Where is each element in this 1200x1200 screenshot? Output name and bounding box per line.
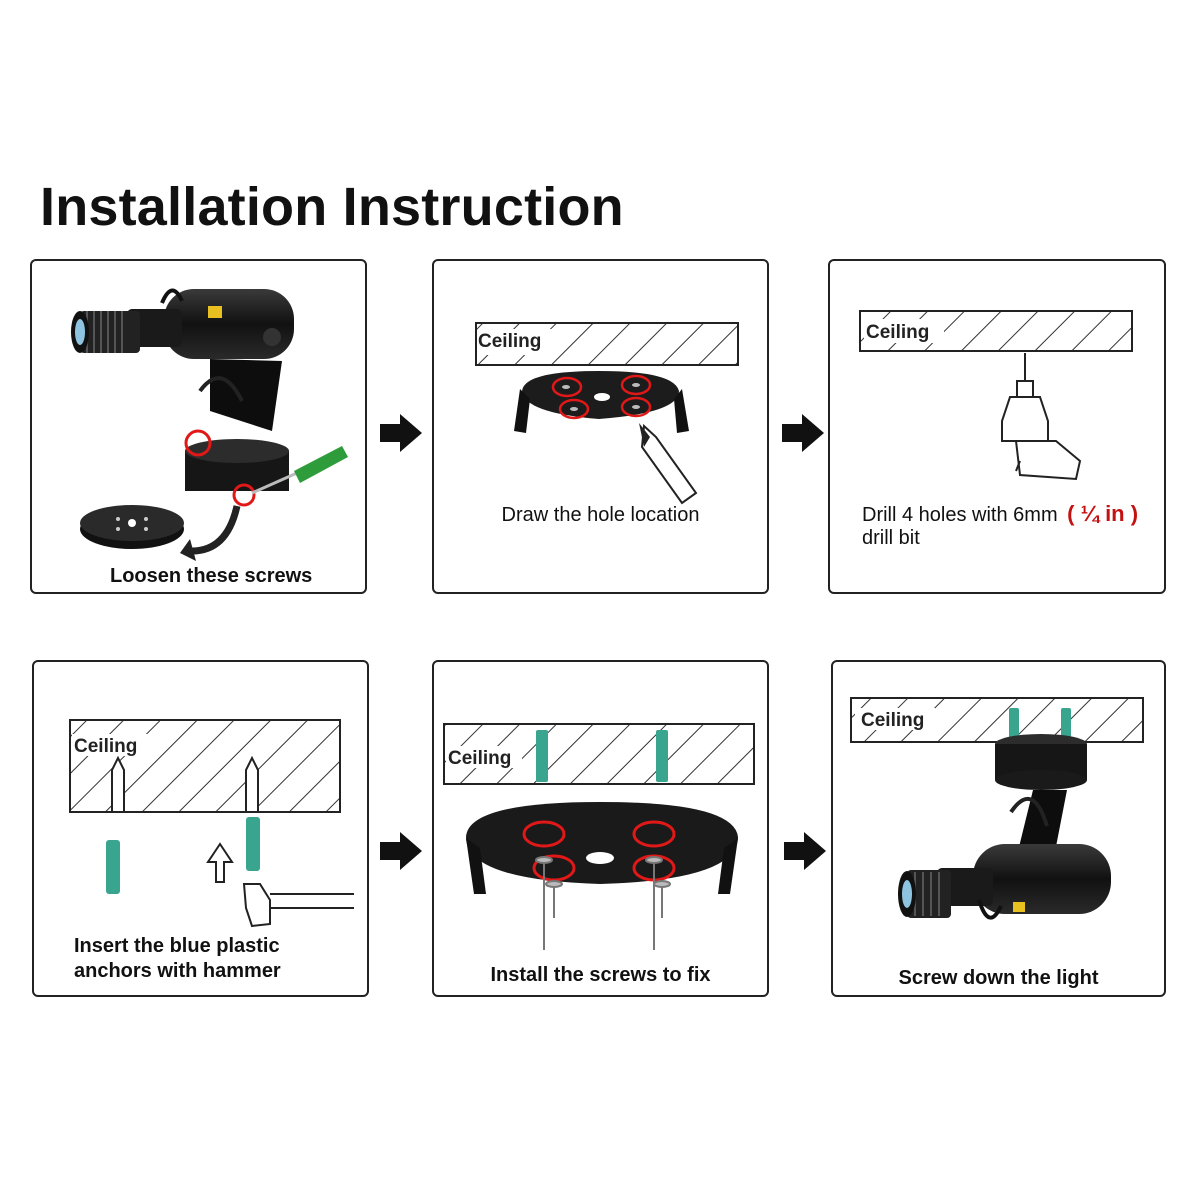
step-5-caption: Install the screws to fix <box>490 964 711 986</box>
step-6-caption: Screw down the light <box>898 967 1099 989</box>
mounting-plate-icon <box>466 802 738 894</box>
plastic-anchor-icon <box>1061 708 1071 744</box>
marker-circle-icon <box>184 429 212 457</box>
projector-light-icon <box>71 288 294 491</box>
step-1-panel: Loosen these screws <box>30 259 367 594</box>
step-1-illustration <box>71 288 348 561</box>
marker-circle-icon <box>620 374 652 396</box>
pencil-icon <box>639 423 698 505</box>
step-3-caption-line2: drill bit <box>862 527 920 549</box>
step-5-illustration: Ceiling <box>443 723 755 950</box>
marker-circle-icon <box>522 820 566 848</box>
marker-circle-icon <box>551 376 583 398</box>
step-4-illustration: Ceiling <box>69 719 354 928</box>
ceiling-label: Ceiling <box>478 331 541 352</box>
step-4-caption-line1: Insert the blue plastic <box>74 935 280 957</box>
ceiling-block <box>69 719 341 813</box>
mounting-plate-icon <box>80 505 184 549</box>
plastic-anchor-icon <box>246 817 260 871</box>
plastic-anchor-icon <box>656 730 668 782</box>
marker-circle-icon <box>558 398 590 420</box>
step-3-illustration: Ceiling <box>859 310 1133 481</box>
ceiling-label: Ceiling <box>448 748 511 769</box>
step-1-caption: Loosen these screws <box>110 565 313 587</box>
right-arrow-icon <box>380 832 422 870</box>
step-2-illustration: Ceiling <box>475 322 739 505</box>
screwdriver-icon <box>251 446 348 495</box>
ceiling-label: Ceiling <box>866 322 929 343</box>
ceiling-label: Ceiling <box>74 736 137 757</box>
screw-icon <box>535 856 671 950</box>
mounting-plate-icon <box>514 371 689 433</box>
projector-light-icon <box>898 734 1111 920</box>
curved-arrow-icon <box>191 505 241 555</box>
plastic-anchor-icon <box>106 840 120 894</box>
right-arrow-icon <box>782 414 824 452</box>
step-4-caption-line2: anchors with hammer <box>74 960 281 982</box>
plastic-anchor-icon <box>1009 708 1019 744</box>
step-3-caption-line1: Drill 4 holes with 6mm <box>862 504 1058 526</box>
plastic-anchor-icon <box>536 730 548 782</box>
step-4-panel: Ceiling Insert the blue plastic anchors … <box>32 660 369 997</box>
step-2-caption: Draw the hole location <box>501 504 700 526</box>
drill-icon <box>1001 353 1082 481</box>
step-2-panel: Ceiling Draw the hole location <box>432 259 769 594</box>
hammer-icon <box>242 883 354 928</box>
step-3-caption: Drill 4 holes with 6mm ( ¼ in ) drill bi… <box>862 501 1164 550</box>
marker-circle-icon <box>632 820 676 848</box>
up-arrow-icon <box>206 842 234 883</box>
right-arrow-icon <box>380 414 422 452</box>
page-title: Installation Instruction <box>40 177 624 237</box>
right-arrow-icon <box>784 832 826 870</box>
step-5-panel: Ceiling Install the screws to fix <box>432 660 769 997</box>
marker-circle-icon <box>620 396 652 418</box>
step-6-illustration: Ceiling <box>850 697 1144 920</box>
marker-circle-icon <box>232 483 256 507</box>
drill-size-highlight: ( ¼ in ) <box>1067 501 1139 526</box>
step-6-panel: Ceiling Screw down the light <box>831 660 1166 997</box>
ceiling-label: Ceiling <box>861 710 924 731</box>
step-3-panel: Ceiling Drill 4 holes with 6mm ( ¼ in ) … <box>828 259 1166 594</box>
step-4-caption: Insert the blue plastic anchors with ham… <box>74 934 367 984</box>
